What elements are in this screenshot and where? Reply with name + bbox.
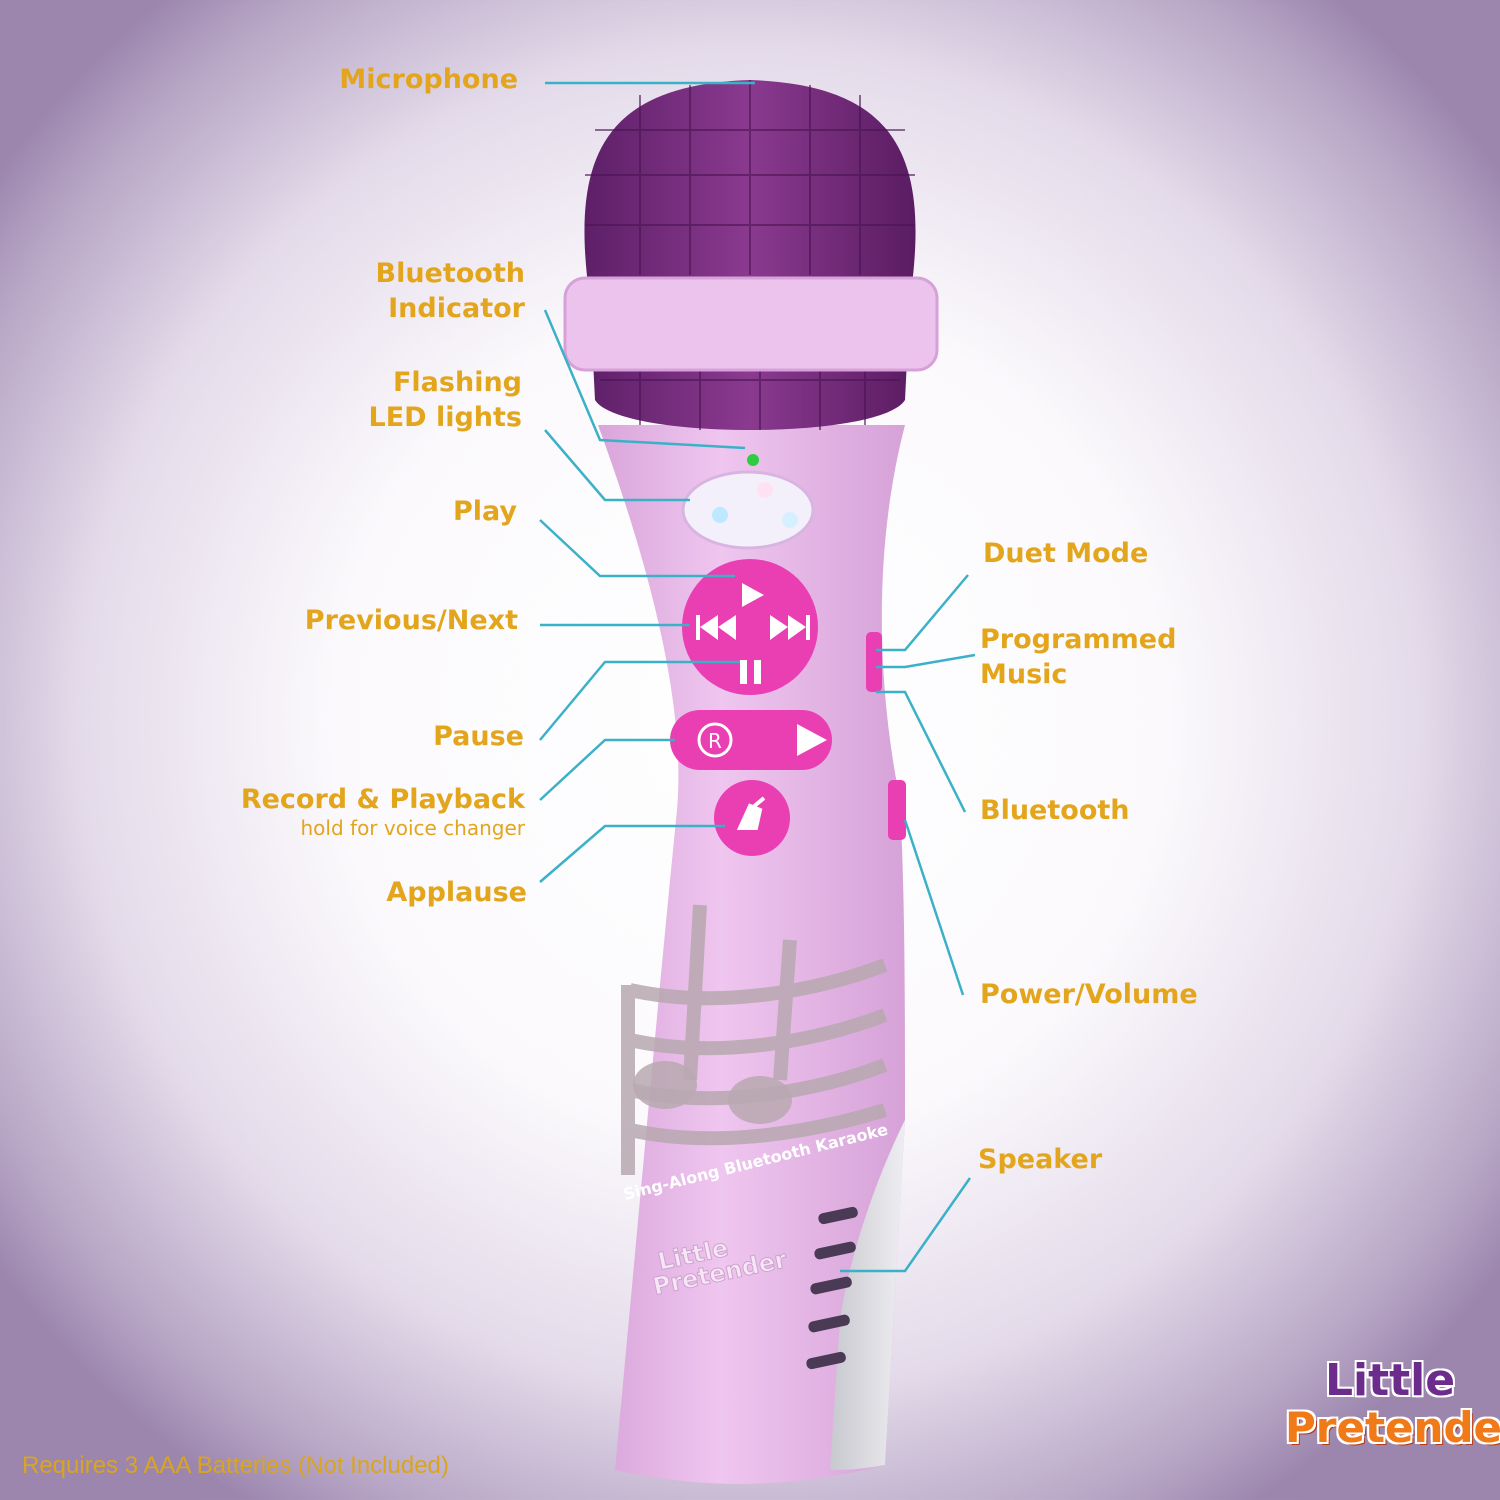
label-line: Programmed [980, 624, 1177, 655]
battery-note: Requires 3 AAA Batteries (Not Included) [22, 1452, 449, 1479]
label-bluetooth: Bluetooth [980, 795, 1130, 826]
label-record-playback: Record & Playback hold for voice changer [241, 782, 525, 839]
label-line: Indicator [388, 293, 525, 324]
mode-switch [866, 632, 882, 692]
play-icon [742, 583, 764, 607]
record-icon [697, 722, 733, 758]
label-subtext: hold for voice changer [300, 816, 526, 840]
label-line: Flashing [392, 367, 522, 398]
power-volume-switch [888, 780, 906, 840]
label-line: Record & Playback [240, 784, 525, 815]
label-play: Play [452, 496, 517, 527]
label-programmed-music: Programmed Music [980, 622, 1176, 692]
playback-icon [797, 724, 827, 756]
label-line: Music [980, 659, 1068, 690]
previous-icon [696, 615, 736, 640]
label-previous-next: Previous/Next [304, 605, 518, 636]
label-line: LED lights [368, 402, 523, 433]
logo-line1: Little [1325, 1355, 1456, 1406]
svg-text:R: R [708, 729, 722, 753]
next-icon [770, 615, 810, 640]
speaker-grille [830, 1120, 905, 1470]
pause-icon [740, 660, 761, 684]
logo-line2: Pretender [1285, 1403, 1500, 1452]
bluetooth-indicator-led [747, 454, 759, 466]
label-speaker: Speaker [978, 1144, 1103, 1175]
mic-head-grid [585, 80, 915, 430]
label-bluetooth-indicator: Bluetooth Indicator [375, 256, 525, 326]
label-power-volume: Power/Volume [980, 979, 1198, 1010]
brand-logo: Little Pretender [1285, 1355, 1500, 1475]
label-flashing-led: Flashing LED lights [369, 365, 523, 435]
label-pause: Pause [433, 721, 524, 752]
led-lights [681, 470, 815, 550]
label-line: Bluetooth [375, 258, 525, 289]
label-duet-mode: Duet Mode [983, 538, 1149, 569]
mic-collar [563, 276, 939, 372]
applause-icon [736, 796, 766, 830]
speaker-slots [806, 1206, 858, 1370]
label-microphone: Microphone [339, 64, 518, 95]
label-applause: Applause [386, 877, 527, 908]
leader-lines [539, 81, 976, 1273]
